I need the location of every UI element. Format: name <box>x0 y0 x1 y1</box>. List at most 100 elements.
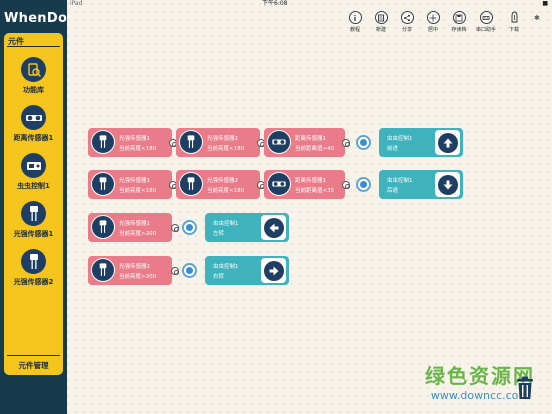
light-sensor-icon <box>91 215 115 239</box>
distance-sensor-icon <box>267 172 291 196</box>
sidebar-item-label: 光强传感器1 <box>13 230 54 238</box>
bug-controller-icon <box>21 153 46 178</box>
sidebar-divider <box>7 355 60 356</box>
app-logo: WhenDo <box>4 11 68 26</box>
status-device: iPad <box>70 0 83 7</box>
block-condition: 当前亮度>200 <box>119 231 157 237</box>
block-condition: 当前亮度<180 <box>119 146 157 152</box>
block-name: 光强传感器2 <box>207 178 238 184</box>
bluetooth-icon: ✱ <box>534 14 540 22</box>
block-name: 距离传感器1 <box>295 178 326 184</box>
tutorial-button[interactable]: 教程 <box>343 11 367 33</box>
sidebar-item-light-sensor-1[interactable]: 光强传感器1 <box>4 201 63 247</box>
arrow-right-icon <box>263 260 284 281</box>
sidebar-item-label: 虫虫控制1 <box>17 182 50 190</box>
block-name: 虫虫控制1 <box>213 264 239 270</box>
sidebar-item-label: 距离传感器1 <box>13 134 54 142</box>
arrow-up-icon <box>437 132 458 153</box>
block-condition: 当前亮度<180 <box>119 188 157 194</box>
trash-icon[interactable] <box>515 376 535 404</box>
sidebar-item-label: 光强传感器2 <box>13 278 54 286</box>
block-condition: 当前亮度<180 <box>207 188 245 194</box>
block-condition: 当前距离值>40 <box>295 146 335 152</box>
connector-node[interactable] <box>182 220 197 235</box>
download-button[interactable]: 下载 <box>502 11 526 33</box>
light-sensor-icon <box>91 130 115 154</box>
block-name: 光强传感器1 <box>119 136 150 142</box>
battery-icon: ■ <box>542 0 548 7</box>
block-action: 前进 <box>387 146 399 152</box>
block-condition: 当前亮度>200 <box>119 274 157 280</box>
distance-sensor-icon <box>267 130 291 154</box>
new-button[interactable]: 新建 <box>369 11 393 33</box>
component-manage-button[interactable]: 元件管理 <box>18 361 49 370</box>
light-sensor-icon <box>91 258 115 282</box>
watermark: 绿色资源网 www.downcc.com <box>410 360 550 402</box>
condition-block[interactable]: 光强传感器1 当前亮度<180 <box>88 170 172 199</box>
action-direction-button[interactable] <box>261 215 286 240</box>
block-name: 虫虫控制1 <box>387 178 413 184</box>
condition-block[interactable]: 光强传感器2 当前亮度<180 <box>176 128 260 157</box>
connector-node[interactable] <box>356 177 371 192</box>
save-load-button[interactable]: 存读档 <box>447 11 471 33</box>
serial-assistant-button[interactable]: 串口助手 <box>474 11 498 33</box>
action-block[interactable]: 虫虫控制1 后退 <box>379 170 463 199</box>
connector-node[interactable] <box>182 263 197 278</box>
condition-block[interactable]: 光强传感器2 当前亮度<180 <box>176 170 260 199</box>
action-direction-button[interactable] <box>435 130 460 155</box>
watermark-title: 绿色资源网 <box>425 364 535 388</box>
block-name: 光强传感器1 <box>119 178 150 184</box>
status-bar: iPad 下午6:08 ■ <box>0 0 552 8</box>
watermark-url: www.downcc.com <box>430 389 530 402</box>
condition-block[interactable]: 光强传感器2 当前亮度>200 <box>88 256 172 285</box>
arrow-down-icon <box>437 174 458 195</box>
sidebar-item-bug-controller-1[interactable]: 虫虫控制1 <box>4 153 63 199</box>
action-block[interactable]: 虫虫控制1 右转 <box>205 256 289 285</box>
download-icon <box>508 11 521 24</box>
sidebar-divider <box>7 46 60 47</box>
save-load-icon <box>452 11 466 24</box>
block-name: 光强传感器2 <box>119 264 150 270</box>
block-condition: 当前亮度<180 <box>207 146 245 152</box>
sidebar-item-label: 功能库 <box>23 86 44 94</box>
info-icon <box>348 11 362 24</box>
center-button[interactable]: 居中 <box>421 11 445 33</box>
block-action: 左转 <box>213 231 225 237</box>
sidebar-header: 元件 <box>8 37 24 46</box>
component-sidebar: 元件 功能库 距离传感器1 虫虫控制1 光强传感器1 光强传感器2 元件管理 <box>4 33 63 375</box>
and-link-icon <box>171 224 179 232</box>
condition-block[interactable]: 光强传感器1 当前亮度<180 <box>88 128 172 157</box>
share-button[interactable]: 分享 <box>395 11 419 33</box>
distance-sensor-icon <box>21 105 46 130</box>
action-direction-button[interactable] <box>261 258 286 283</box>
block-action: 右转 <box>213 274 225 280</box>
library-icon <box>21 57 46 82</box>
light-sensor-icon <box>21 249 46 274</box>
new-icon <box>374 11 388 24</box>
action-direction-button[interactable] <box>435 172 460 197</box>
share-icon <box>400 11 414 24</box>
status-time: 下午6:08 <box>262 0 288 7</box>
light-sensor-icon <box>179 130 203 154</box>
sidebar-item-distance-sensor-1[interactable]: 距离传感器1 <box>4 105 63 151</box>
condition-block[interactable]: 光强传感器1 当前亮度>200 <box>88 213 172 242</box>
block-name: 光强传感器1 <box>119 221 150 227</box>
action-block[interactable]: 虫虫控制1 左转 <box>205 213 289 242</box>
center-icon <box>426 11 440 24</box>
block-action: 后退 <box>387 188 399 194</box>
connector-node[interactable] <box>356 135 371 150</box>
condition-block[interactable]: 距离传感器1 当前距离值<35 <box>264 170 345 199</box>
block-name: 距离传感器1 <box>295 136 326 142</box>
condition-block[interactable]: 距离传感器1 当前距离值>40 <box>264 128 345 157</box>
block-condition: 当前距离值<35 <box>295 188 335 194</box>
sidebar-item-light-sensor-2[interactable]: 光强传感器2 <box>4 249 63 295</box>
block-name: 光强传感器2 <box>207 136 238 142</box>
block-name: 虫虫控制1 <box>213 221 239 227</box>
light-sensor-icon <box>21 201 46 226</box>
action-block[interactable]: 虫虫控制1 前进 <box>379 128 463 157</box>
serial-icon <box>479 11 493 24</box>
sidebar-item-library[interactable]: 功能库 <box>4 57 63 103</box>
light-sensor-icon <box>91 172 115 196</box>
arrow-left-icon <box>263 217 284 238</box>
and-link-icon <box>342 181 350 189</box>
